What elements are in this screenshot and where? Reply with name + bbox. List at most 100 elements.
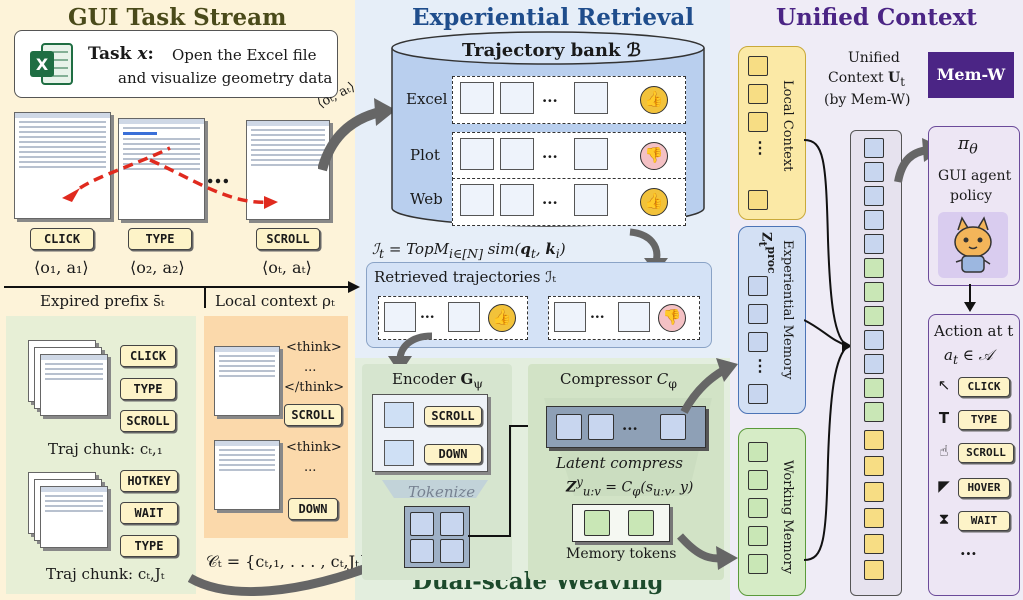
exp-dots: ⋮ [752,356,768,375]
u-sq-14 [864,456,884,476]
mem-w-badge: Mem-W [928,52,1014,98]
work-sq-4 [748,526,768,546]
task-colon: : [147,44,154,64]
compress-sq-1 [556,414,582,440]
u-sq-1 [864,138,884,158]
retrieved-mini-4 [618,302,650,332]
compress-dots: ... [622,416,638,434]
action-type: TYPE [958,410,1010,430]
web-mini-3 [574,184,608,216]
unified-line2: Context Ut [828,70,905,89]
local-context-vlabel: Local Context [780,80,795,172]
chunk2-label: Traj chunk: cₜ,Jₜ [46,565,165,583]
wait-hourglass-icon: ⧗ [938,510,950,528]
token-sq-4 [440,539,464,563]
pair-1: ⟨o₁, a₁⟩ [34,258,89,277]
u-sq-11 [864,378,884,398]
pair-2: ⟨o₂, a₂⟩ [130,258,185,277]
local-screenshot-1 [214,346,280,416]
exp-sq-4 [748,384,768,404]
policy-line1: GUI agent [938,168,1012,184]
u-sq-3 [864,186,884,206]
tokens-to-working-arrow [677,533,738,570]
think-open-2: <think> [286,440,342,455]
action-wait: WAIT [958,511,1010,531]
u-sq-8 [864,306,884,326]
chunk2-key-hotkey: HOTKEY [120,470,178,492]
task-var: x [137,44,148,64]
chunks-formula: 𝒞ₜ = {cₜ,₁, . . . , cₜ,Jₜ} [206,552,370,571]
chunk1-stack-front [40,354,108,416]
plot-dots: ... [542,144,558,162]
u-sq-2 [864,162,884,182]
u-sq-6 [864,258,884,278]
local-key-scroll: SCROLL [284,404,342,426]
u-sq-18 [864,560,884,580]
bank-row-plot: Plot [410,146,440,164]
task-line2: and visualize geometry data [118,69,333,87]
u-sq-5 [864,234,884,254]
scroll-key-top: SCROLL [256,228,320,250]
encoder-label: Encoder Gψ [392,370,484,391]
policy-to-action-arrow [964,284,976,312]
encoder-mini-1 [384,402,414,428]
latent-compress-label: Latent compress [556,454,683,472]
web-mini-2 [500,184,534,216]
encoder-mini-2 [384,440,414,466]
policy-pi: πθ [958,134,978,158]
u-sq-15 [864,482,884,502]
chunk1-key-type: TYPE [120,378,176,400]
work-sq-3 [748,498,768,518]
chunk1-key-click: CLICK [120,345,176,367]
working-memory-vlabel: Working Memory [780,460,795,575]
thumbs-down-icon: 👎 [640,142,668,170]
action-hover: HOVER [958,478,1010,498]
stream-to-bank-arrow [318,98,396,172]
chunk2-stack-front [40,486,108,548]
web-dots: ... [542,190,558,208]
retrieved-mini-2 [448,302,480,332]
excel-mini-3 [574,82,608,114]
token-sq-1 [410,512,434,536]
retrieved-mini-1 [384,302,416,332]
unified-line3: (by Mem-W) [824,92,911,108]
click-key-top: CLICK [30,228,94,250]
thumbs-down-icon: 👎 [658,304,686,332]
u-sq-13 [864,430,884,450]
token-sq-2 [440,512,464,536]
chunk2-key-wait: WAIT [120,502,178,524]
exp-sq-1 [748,276,768,296]
local-sq-2 [748,84,768,104]
token-sq-3 [410,539,434,563]
plot-mini-2 [500,138,534,170]
unified-title: Unified Context [776,4,977,31]
scroll-hand-icon: ☝ [939,442,949,460]
task-label: Task x: [88,44,154,64]
type-key-top: TYPE [128,228,192,250]
hover-pointer-icon: ◤ [938,477,950,495]
compress-sq-2 [588,414,614,440]
chunk1-key-scroll: SCROLL [120,410,176,432]
u-sq-9 [864,330,884,350]
think-open-1: <think> [286,340,342,355]
u-sq-12 [864,402,884,422]
policy-line2: policy [950,188,993,204]
prefix-split-line [4,281,360,308]
u-sq-16 [864,508,884,528]
u-sq-4 [864,210,884,230]
plot-mini-3 [574,138,608,170]
work-sq-1 [748,442,768,462]
merge-brace [804,139,852,561]
memory-token-1 [584,510,610,536]
retrieval-title: Experiential Retrieval [412,4,695,31]
gui-stream-title: GUI Task Stream [68,4,287,31]
robot-cat-icon [938,212,1008,278]
thumbs-up-icon: 👍 [488,304,516,332]
thumbs-up-icon: 👍 [640,188,668,216]
encoder-key-down: DOWN [424,444,482,464]
think-dots-1: ... [304,360,317,375]
screenshot-3 [246,120,330,220]
compressor-to-memory-arrow [680,358,738,414]
exp-sq-3 [748,332,768,352]
action-click: CLICK [958,377,1010,397]
